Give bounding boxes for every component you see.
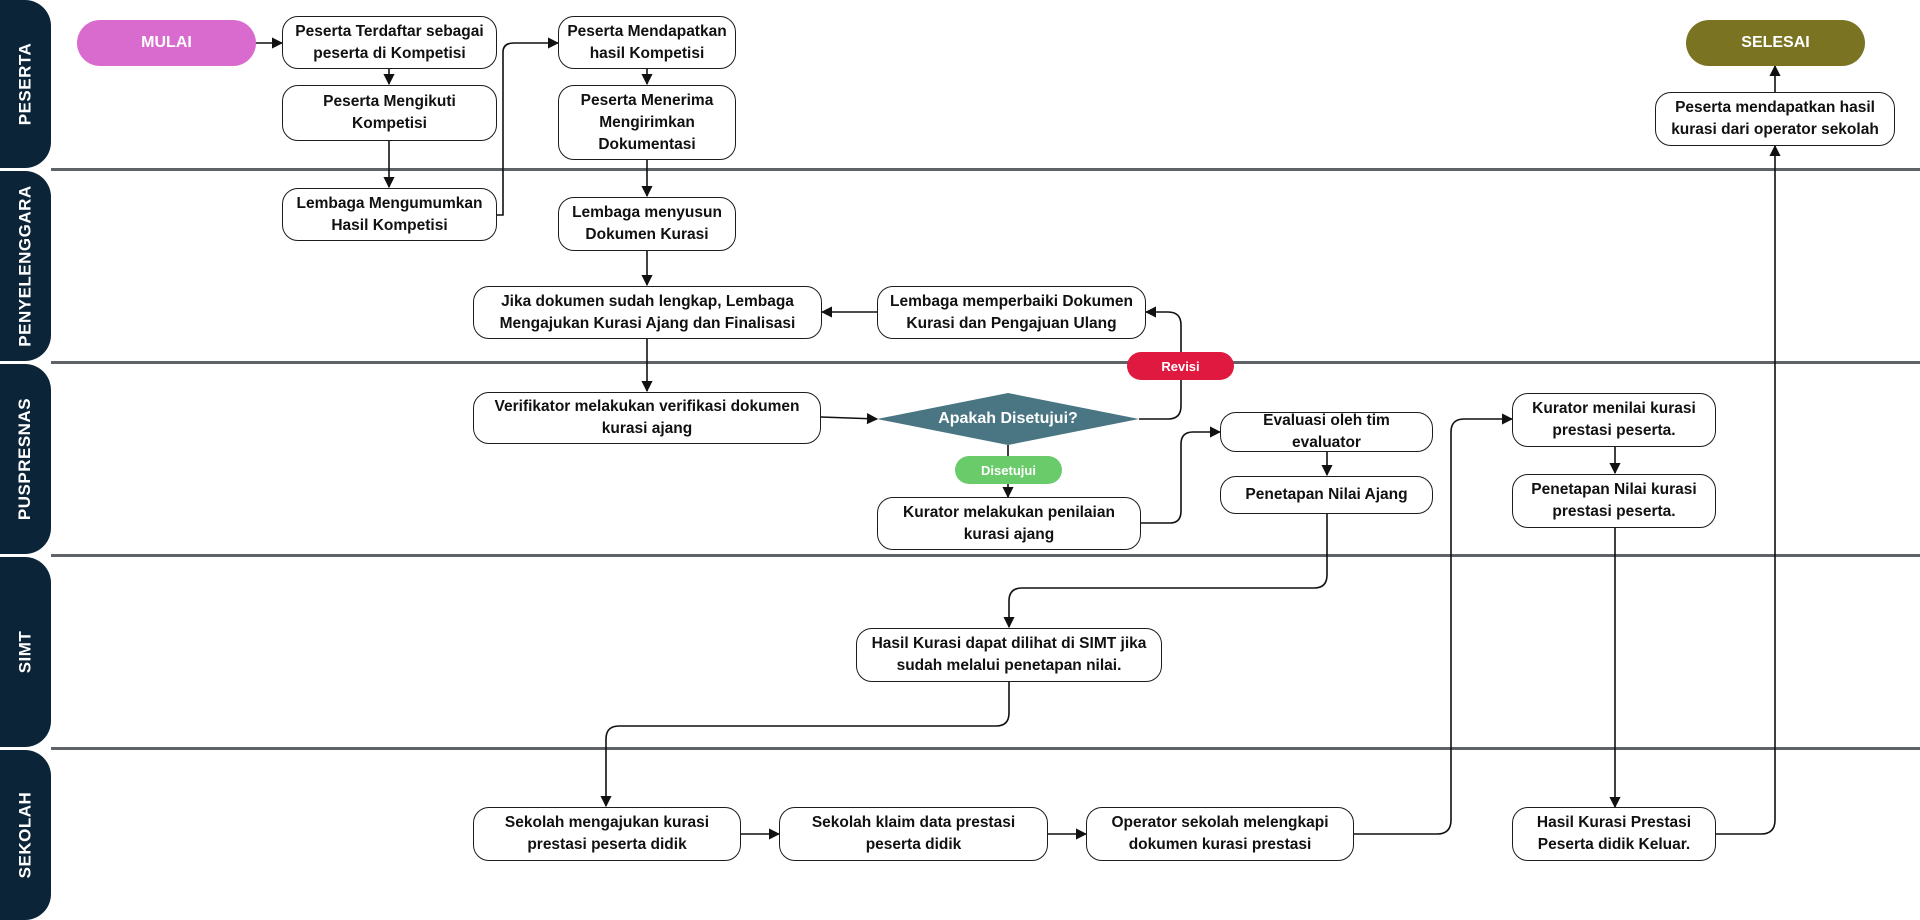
node-lembaga-mengajukan: Jika dokumen sudah lengkap, Lembaga Meng… — [473, 286, 822, 339]
decision-question: Apakah Disetujui? — [938, 410, 1078, 427]
start-terminal: MULAI — [77, 20, 256, 66]
lane-divider — [51, 747, 1920, 750]
end-terminal: SELESAI — [1686, 20, 1865, 66]
node-operator-melengkapi: Operator sekolah melengkapi dokumen kura… — [1086, 807, 1354, 861]
node-peserta-mengikuti: Peserta Mengikuti Kompetisi — [282, 85, 497, 141]
lane-label-penyelenggara: PENYELENGGARA — [0, 171, 51, 361]
lane-label-simt: SIMT — [0, 557, 51, 747]
lane-label-puspresnas: PUSPRESNAS — [0, 364, 51, 554]
lane-divider — [51, 361, 1920, 364]
node-simt-hasil: Hasil Kurasi dapat dilihat di SIMT jika … — [856, 628, 1162, 682]
node-peserta-menerima-dokumentasi: Peserta Menerima Mengirimkan Dokumentasi — [558, 85, 736, 160]
node-sekolah-mengajukan: Sekolah mengajukan kurasi prestasi peser… — [473, 807, 741, 861]
edge-hasil-peserta — [1716, 144, 1781, 835]
lane-label-peserta: PESERTA — [0, 0, 51, 168]
edge-mengumumkan-mendapatkan — [497, 37, 560, 216]
node-evaluasi: Evaluasi oleh tim evaluator — [1220, 412, 1433, 452]
node-lembaga-memperbaiki: Lembaga memperbaiki Dokumen Kurasi dan P… — [877, 286, 1146, 339]
lane-label-sekolah: SEKOLAH — [0, 750, 51, 920]
disetujui-label: Disetujui — [955, 456, 1062, 484]
node-peserta-mendapatkan-hasil: Peserta Mendapatkan hasil Kompetisi — [558, 16, 736, 69]
lane-divider — [51, 554, 1920, 557]
node-peserta-terdaftar: Peserta Terdaftar sebagai peserta di Kom… — [282, 16, 497, 69]
node-verifikator: Verifikator melakukan verifikasi dokumen… — [473, 392, 821, 444]
revisi-label: Revisi — [1127, 352, 1234, 380]
node-hasil-keluar: Hasil Kurasi Prestasi Peserta didik Kelu… — [1512, 807, 1716, 861]
edge-penetapan-simt — [1003, 514, 1328, 629]
node-kurator-menilai: Kurator menilai kurasi prestasi peserta. — [1512, 393, 1716, 447]
node-peserta-hasil-akhir: Peserta mendapatkan hasil kurasi dari op… — [1655, 92, 1895, 146]
lane-divider — [51, 168, 1920, 171]
node-sekolah-klaim: Sekolah klaim data prestasi peserta didi… — [779, 807, 1048, 861]
node-penetapan-ajang: Penetapan Nilai Ajang — [1220, 476, 1433, 514]
decision-diamond — [877, 393, 1139, 445]
node-penetapan-prestasi: Penetapan Nilai kurasi prestasi peserta. — [1512, 474, 1716, 528]
edge-verifikasi-decision — [820, 413, 879, 425]
node-lembaga-menyusun: Lembaga menyusun Dokumen Kurasi — [558, 197, 736, 251]
node-kurator-penilaian-ajang: Kurator melakukan penilaian kurasi ajang — [877, 497, 1141, 550]
edge-simt-sekolah — [600, 682, 1010, 808]
node-lembaga-mengumumkan: Lembaga Mengumumkan Hasil Kompetisi — [282, 188, 497, 241]
edge-penilaian-evaluasi — [1141, 426, 1222, 524]
edge-operator-kurator — [1354, 413, 1514, 835]
